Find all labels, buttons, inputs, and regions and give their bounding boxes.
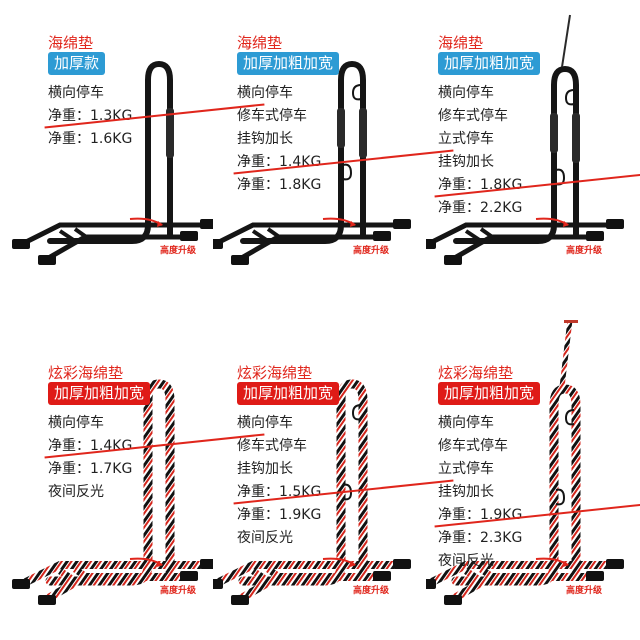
new-weight: 净重：1.6KG xyxy=(48,131,133,147)
old-weight: 净重：1.9KG xyxy=(438,504,640,524)
feature-item: 横向停车 xyxy=(237,415,293,431)
product-title: 海绵垫 xyxy=(438,34,484,52)
new-weight: 净重：1.7KG xyxy=(48,461,133,477)
reflective-note: 夜间反光 xyxy=(237,530,293,546)
product-card: 炫彩海绵垫加厚加粗加宽横向停车修车式停车立式停车挂钩加长净重：1.9KG 净重：2… xyxy=(426,320,639,640)
bike-stand-image xyxy=(12,60,213,265)
new-weight: 净重：1.9KG xyxy=(237,507,322,523)
height-upgrade-label: 高度升级 xyxy=(353,586,390,596)
product-title: 炫彩海绵垫 xyxy=(438,364,514,382)
feature-item: 修车式停车 xyxy=(438,438,508,454)
height-upgrade-label: 高度升级 xyxy=(566,586,603,596)
feature-item: 横向停车 xyxy=(48,85,104,101)
old-weight: 净重：1.4KG xyxy=(48,435,261,455)
old-weight: 净重：1.3KG xyxy=(48,105,261,125)
bike-stand-image xyxy=(426,320,624,605)
product-title: 海绵垫 xyxy=(237,34,283,52)
old-weight: 净重：1.8KG xyxy=(438,174,640,194)
new-weight: 净重：1.8KG xyxy=(237,177,322,193)
feature-badge: 加厚加粗加宽 xyxy=(438,382,541,405)
bike-stand-image xyxy=(426,14,624,265)
height-upgrade-label: 高度升级 xyxy=(566,246,603,256)
feature-badge: 加厚加粗加宽 xyxy=(438,52,541,75)
product-title: 炫彩海绵垫 xyxy=(237,364,313,382)
feature-item: 立式停车 xyxy=(438,461,494,477)
old-weight: 净重：1.4KG xyxy=(237,151,450,171)
reflective-note: 夜间反光 xyxy=(438,553,494,569)
feature-item: 横向停车 xyxy=(438,85,494,101)
feature-item: 挂钩加长 xyxy=(438,484,494,500)
new-weight: 净重：2.3KG xyxy=(438,530,523,546)
feature-item: 立式停车 xyxy=(438,131,494,147)
height-upgrade-label: 高度升级 xyxy=(353,246,390,256)
feature-badge: 加厚款 xyxy=(48,52,106,75)
feature-item: 横向停车 xyxy=(438,415,494,431)
feature-item: 横向停车 xyxy=(237,85,293,101)
bike-stand-image xyxy=(213,60,411,265)
feature-item: 修车式停车 xyxy=(237,438,307,454)
feature-item: 挂钩加长 xyxy=(438,154,494,170)
feature-badge: 加厚加粗加宽 xyxy=(237,52,340,75)
old-weight: 净重：1.5KG xyxy=(237,481,450,501)
feature-item: 修车式停车 xyxy=(438,108,508,124)
reflective-note: 夜间反光 xyxy=(48,484,104,500)
feature-item: 挂钩加长 xyxy=(237,461,293,477)
new-weight: 净重：2.2KG xyxy=(438,200,523,216)
feature-badge: 加厚加粗加宽 xyxy=(237,382,340,405)
feature-badge: 加厚加粗加宽 xyxy=(48,382,151,405)
feature-item: 修车式停车 xyxy=(237,108,307,124)
product-title: 海绵垫 xyxy=(48,34,94,52)
feature-item: 挂钩加长 xyxy=(237,131,293,147)
product-card: 海绵垫加厚加粗加宽横向停车修车式停车立式停车挂钩加长净重：1.8KG 净重：2.2… xyxy=(426,0,639,320)
product-title: 炫彩海绵垫 xyxy=(48,364,124,382)
height-upgrade-label: 高度升级 xyxy=(160,586,197,596)
feature-item: 横向停车 xyxy=(48,415,104,431)
height-upgrade-label: 高度升级 xyxy=(160,246,197,256)
